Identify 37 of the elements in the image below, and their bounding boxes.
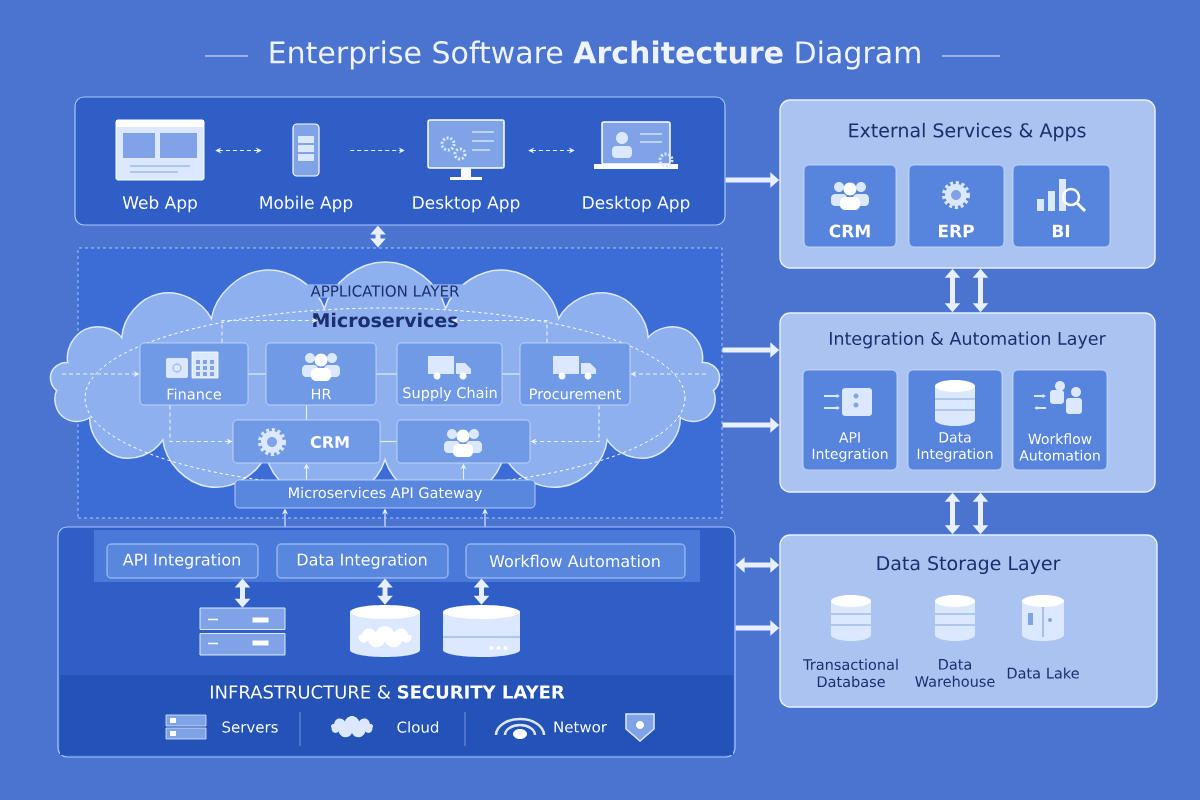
service-tile: ERP — [908, 164, 1005, 248]
service-box: Supply Chain — [396, 342, 503, 406]
arrow — [221, 317, 318, 344]
arrow — [528, 147, 575, 154]
connector-line — [247, 373, 267, 375]
arrow — [215, 147, 262, 154]
storage-label: Transactional Database — [803, 658, 898, 688]
gateway-bar: Microservices API Gateway — [234, 479, 536, 509]
app-label: Desktop App — [583, 195, 690, 213]
node-label: Servers — [222, 721, 278, 733]
connector-line — [375, 373, 398, 375]
service-tile: CRM — [803, 164, 897, 248]
app-label: Mobile App — [260, 195, 353, 213]
cloud-storage-icon — [350, 605, 420, 657]
service-tile: API Integration — [802, 369, 898, 471]
connector-line — [305, 404, 308, 421]
node-label: Cloud — [397, 721, 439, 733]
service-tile: Workflow Automation — [1012, 369, 1108, 471]
integration-bar: Data Integration — [276, 543, 449, 579]
app-label: Web App — [122, 195, 197, 213]
section-title: Microservices — [313, 312, 458, 328]
connector-line — [501, 373, 521, 375]
app-label: Desktop App — [413, 195, 520, 213]
service-box: Procurement — [519, 342, 631, 406]
connector-line — [379, 440, 398, 443]
service-tile: BI — [1012, 164, 1111, 248]
title: Enterprise Software Architecture Diagram — [270, 40, 920, 70]
database-icon — [442, 605, 521, 657]
node-label: INFRASTRUCTURE & SECURITY LAYER — [211, 685, 565, 699]
node-label: Networ — [554, 721, 607, 733]
server-icon — [199, 607, 286, 656]
storage-label: Data Warehouse — [915, 659, 995, 687]
integration-bar: Workflow Automation — [465, 543, 686, 579]
storage-label: Data Lake — [1007, 667, 1079, 679]
security-band: INFRASTRUCTURE & SECURITY LAYER Servers Cloud Networ — [60, 675, 733, 755]
integration-bar: API Integration — [106, 543, 259, 579]
service-box: CRM — [232, 419, 381, 464]
